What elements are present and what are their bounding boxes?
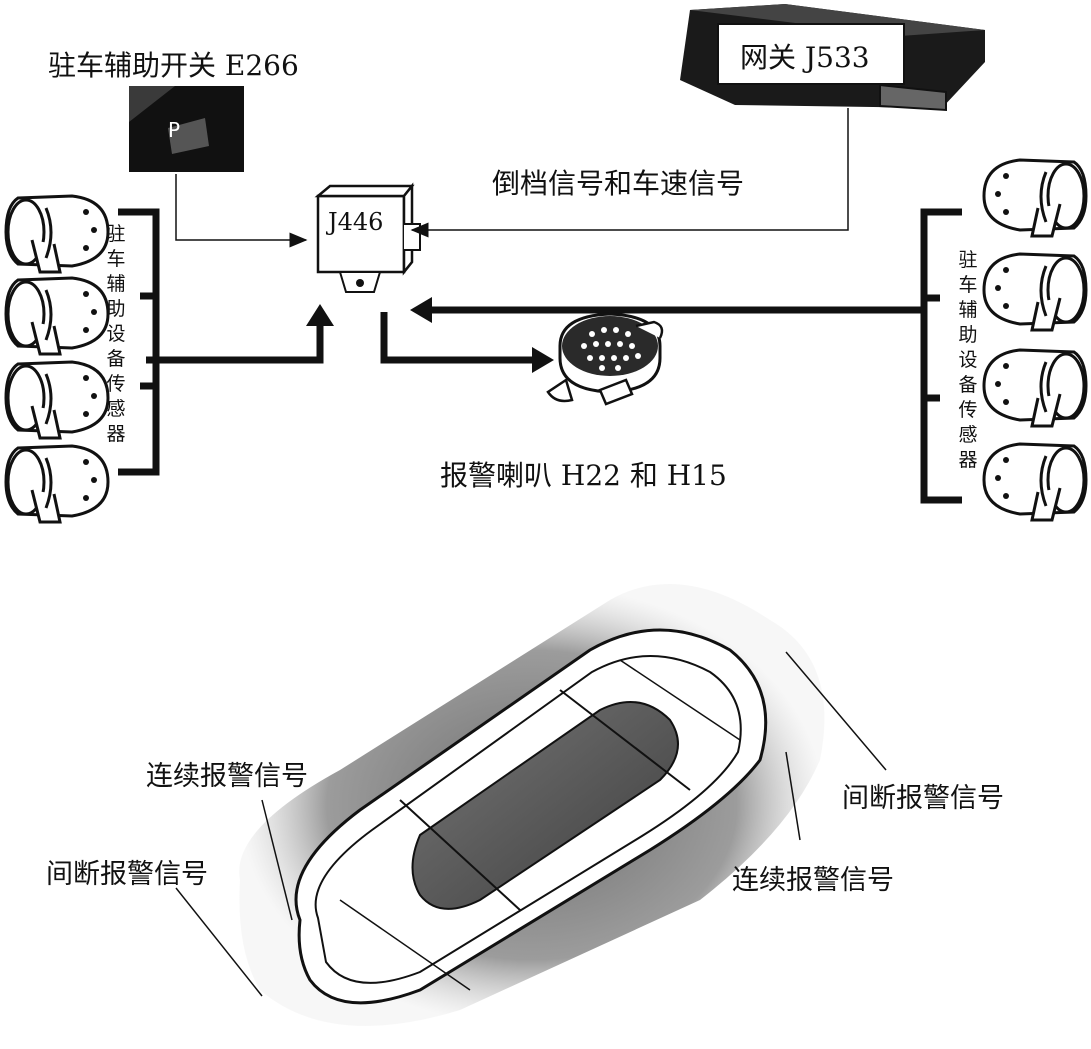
thick-signal-arrows: [146, 297, 924, 373]
switch-button-text: P: [168, 118, 181, 142]
left-sensors-label: 驻车辅助设备传感器: [106, 223, 126, 445]
continuous-warning-right-label: 连续报警信号: [732, 865, 894, 896]
left-sensor-bracket: [118, 208, 160, 476]
intermittent-warning-right-label: 间断报警信号: [842, 783, 1004, 814]
parking-switch-label: 驻车辅助开关 E266: [48, 49, 299, 82]
continuous-warning-left-label: 连续报警信号: [146, 761, 308, 792]
signal-label: 倒档信号和车速信号: [492, 167, 745, 200]
warning-buzzer: [546, 312, 664, 406]
gateway-label: 网关 J533: [740, 41, 870, 74]
control-unit-label: J446: [328, 208, 384, 236]
left-sensors: [4, 194, 110, 524]
car-warning-zones: [239, 584, 825, 1026]
right-sensor-bracket: [920, 208, 962, 504]
thin-signal-lines: [175, 108, 849, 248]
control-unit-j446: [314, 182, 421, 293]
zone-leader-lines: [175, 651, 887, 997]
gateway-module-j533: [680, 4, 985, 112]
buzzer-label: 报警喇叭 H22 和 H15: [440, 459, 727, 492]
right-sensors-label: 驻车辅助设备传感器: [958, 249, 978, 471]
intermittent-warning-left-label: 间断报警信号: [46, 859, 208, 890]
parking-switch-e266: [129, 86, 244, 172]
right-sensors: [982, 158, 1088, 522]
